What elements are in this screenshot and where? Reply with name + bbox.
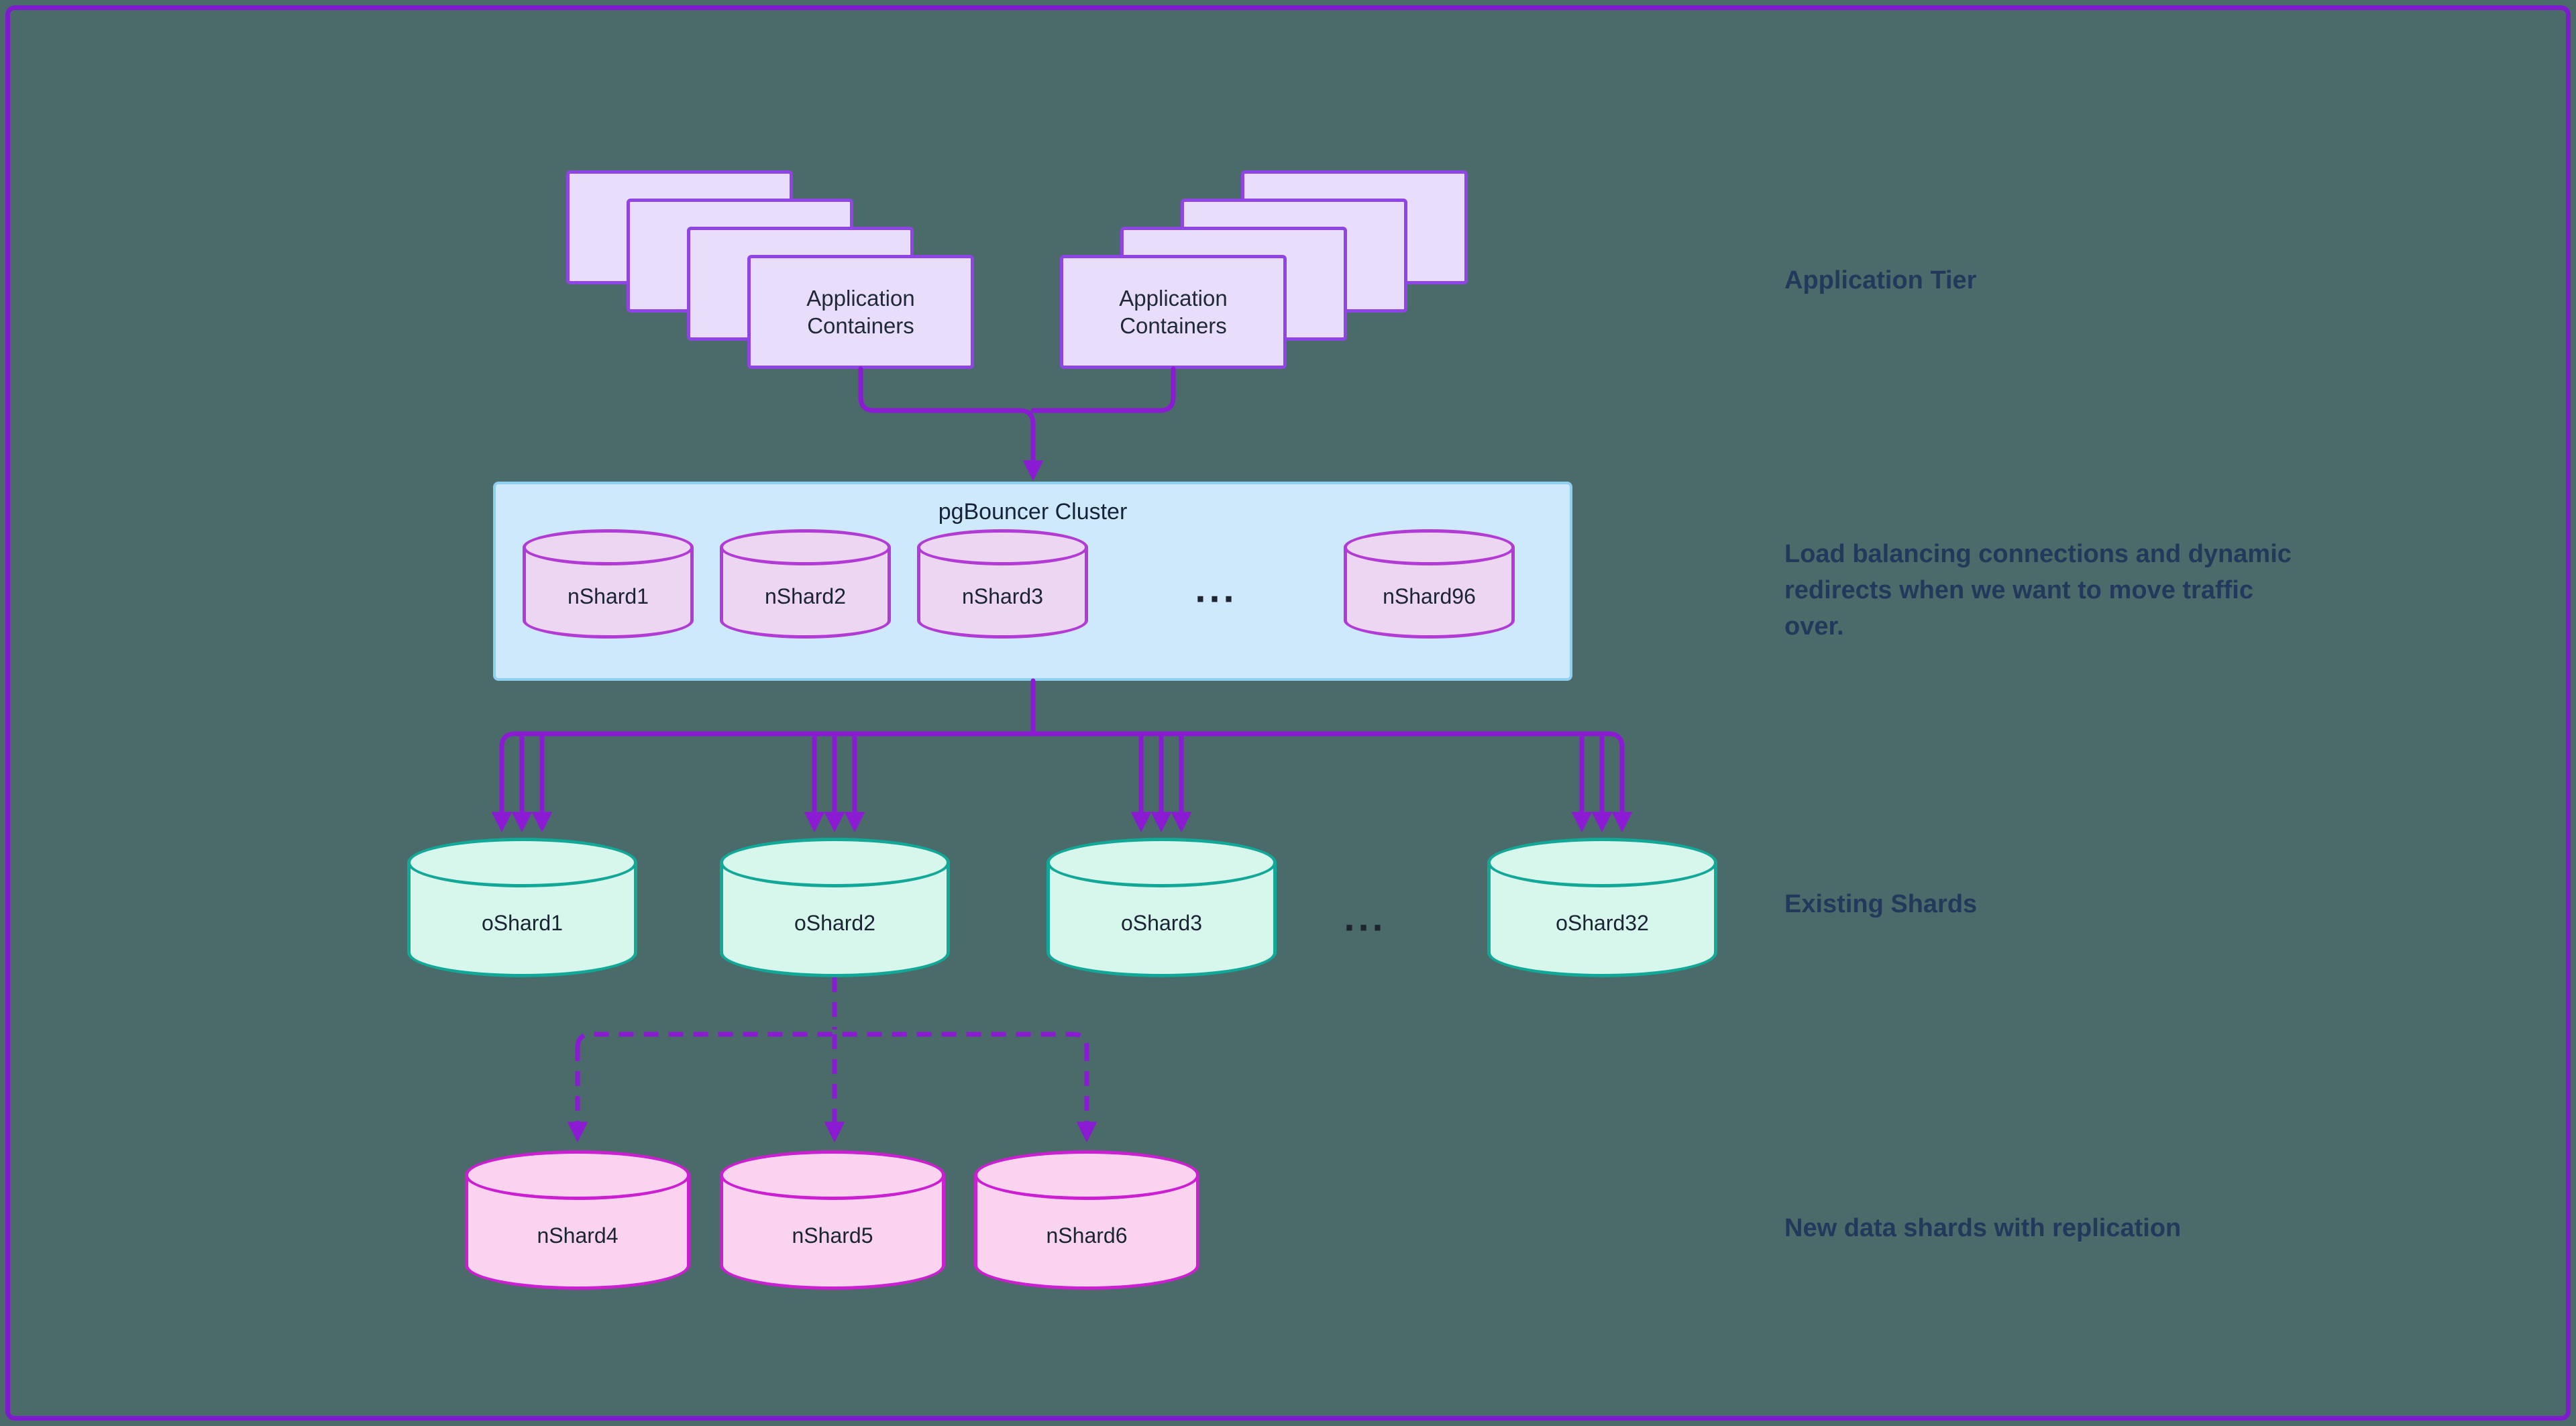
shard-label: nShard2 <box>765 584 846 608</box>
shard-label: oShard3 <box>1121 911 1202 935</box>
arrow-left-apps-to-pgbouncer <box>858 366 1044 482</box>
db-cylinder-nshard4: nShard4 <box>465 1150 690 1290</box>
pgbouncer-ellipsis: ... <box>1195 567 1238 611</box>
db-cylinder-oshard1: oShard1 <box>407 838 637 977</box>
annotation-load-balancing: Load balancing connections and dynamic r… <box>1784 540 2292 641</box>
shard-label: oShard2 <box>794 911 875 935</box>
cylinder-top <box>1487 838 1717 887</box>
shard-label: nShard3 <box>962 584 1043 608</box>
app-container-label: Application Containers <box>806 285 915 338</box>
arrow-right-apps-to-pgbouncer <box>1030 366 1176 413</box>
db-cylinder-nshard96: nShard96 <box>1344 529 1515 639</box>
cylinder-top <box>917 529 1088 565</box>
cylinder-top <box>720 838 950 887</box>
annotation-existing-shards: Existing Shards <box>1784 890 1978 918</box>
shard-label: nShard6 <box>1046 1223 1128 1248</box>
shard-label: nShard5 <box>792 1223 873 1248</box>
cylinder-top <box>720 1150 945 1200</box>
cylinder-top <box>720 529 891 565</box>
cylinder-top <box>974 1150 1199 1200</box>
db-cylinder-nshard5: nShard5 <box>720 1150 945 1290</box>
db-cylinder-nshard3: nShard3 <box>917 529 1088 639</box>
db-cylinder-oshard2: oShard2 <box>720 838 950 977</box>
db-cylinder-oshard32: oShard32 <box>1487 838 1717 977</box>
existing-shards-ellipsis: ... <box>1344 895 1387 940</box>
app-container-card-front: Application Containers <box>1060 255 1287 369</box>
shard-label: nShard96 <box>1383 584 1476 608</box>
cylinder-top <box>523 529 694 565</box>
cylinder-top <box>1046 838 1277 887</box>
cylinder-top <box>407 838 637 887</box>
annotation-new-shards: New data shards with replication <box>1784 1214 2182 1242</box>
shard-label: nShard1 <box>568 584 649 608</box>
pgbouncer-title: pgBouncer Cluster <box>938 499 1128 525</box>
annotation-application-tier: Application Tier <box>1784 266 1977 294</box>
app-container-card-front: Application Containers <box>747 255 974 369</box>
shard-label: oShard32 <box>1556 911 1649 935</box>
shard-label: nShard4 <box>537 1223 619 1248</box>
cylinder-top <box>1344 529 1515 565</box>
db-cylinder-oshard3: oShard3 <box>1046 838 1277 977</box>
cylinder-top <box>465 1150 690 1200</box>
app-container-label: Application Containers <box>1119 285 1228 338</box>
db-cylinder-nshard1: nShard1 <box>523 529 694 639</box>
distribution-bar <box>499 731 1625 750</box>
shard-label: oShard1 <box>482 911 563 935</box>
replication-bar <box>575 1032 1089 1048</box>
db-cylinder-nshard6: nShard6 <box>974 1150 1199 1290</box>
db-cylinder-nshard2: nShard2 <box>720 529 891 639</box>
cylinder-body <box>974 1175 1199 1290</box>
